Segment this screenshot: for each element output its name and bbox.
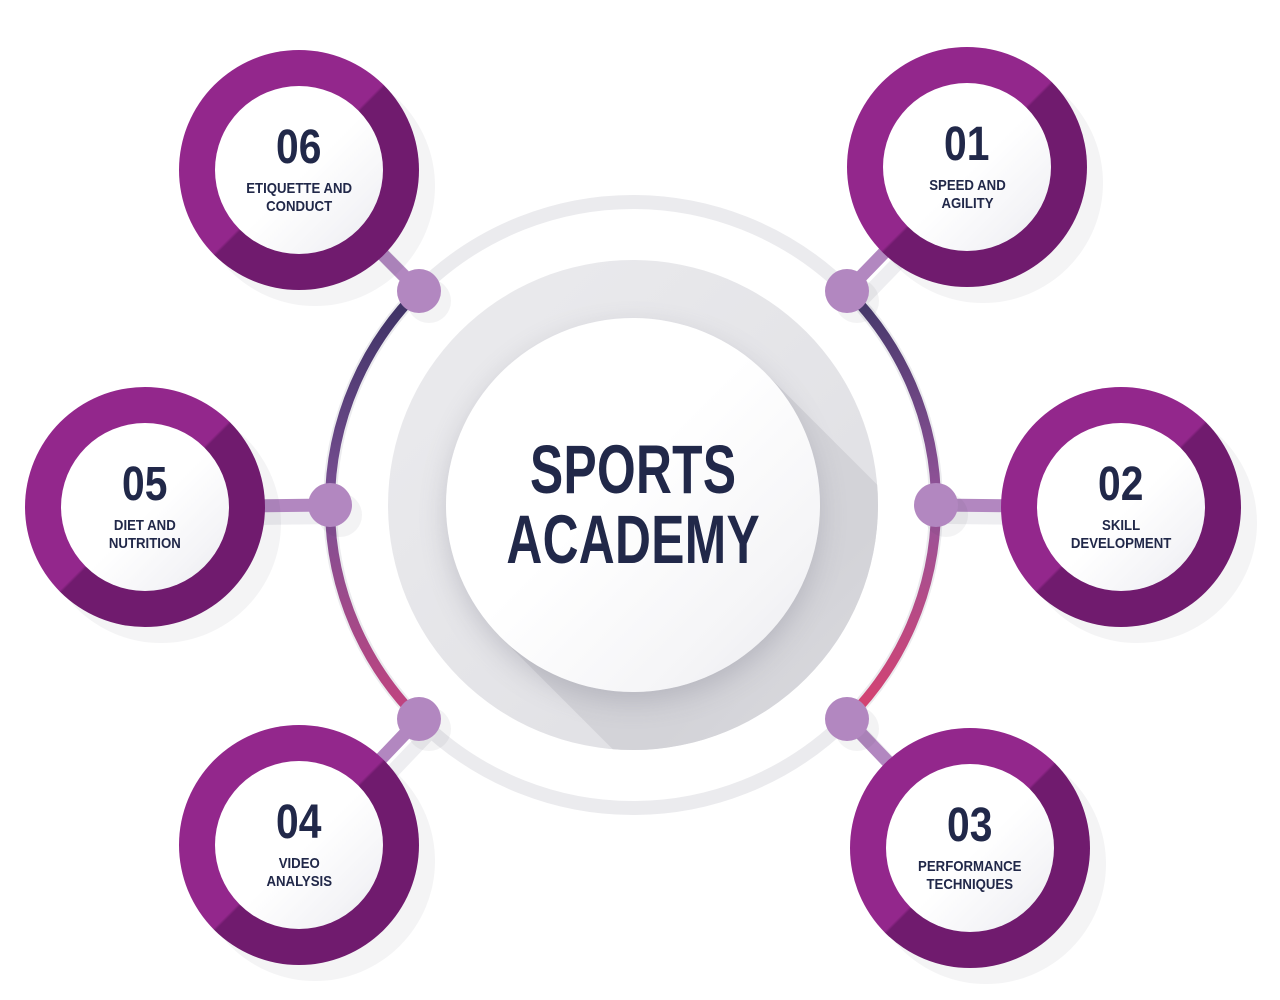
center-circle: SPORTS ACADEMY bbox=[446, 318, 820, 692]
item-label: DIET AND NUTRITION bbox=[109, 517, 181, 553]
item-label-line2: NUTRITION bbox=[109, 535, 181, 552]
satellite-04-inner: 04 VIDEO ANALYSIS bbox=[215, 761, 383, 929]
item-label-line2: DEVELOPMENT bbox=[1070, 535, 1172, 552]
satellite-03-performance-techniques: 03 PERFORMANCE TECHNIQUES bbox=[850, 728, 1090, 968]
satellite-06-etiquette-and-conduct: 06 ETIQUETTE AND CONDUCT bbox=[179, 50, 419, 290]
item-number: 02 bbox=[1098, 458, 1144, 511]
item-label-line1: ETIQUETTE AND bbox=[246, 180, 352, 197]
item-label-line2: ANALYSIS bbox=[266, 873, 332, 890]
item-label-line1: SPEED AND bbox=[928, 177, 1006, 194]
center-title: SPORTS ACADEMY bbox=[506, 430, 760, 578]
satellite-02-skill-development: 02 SKILL DEVELOPMENT bbox=[1001, 387, 1241, 627]
item-number: 03 bbox=[947, 799, 993, 852]
item-label-line2: TECHNIQUES bbox=[926, 876, 1014, 893]
node-dot-top-right bbox=[825, 269, 869, 313]
item-label: ETIQUETTE AND CONDUCT bbox=[246, 180, 352, 216]
item-number: 06 bbox=[276, 121, 322, 174]
node-dot-left bbox=[308, 483, 352, 527]
item-label: SKILL DEVELOPMENT bbox=[1071, 517, 1171, 553]
item-label-line2: AGILITY bbox=[940, 195, 994, 212]
item-label: SPEED AND AGILITY bbox=[929, 177, 1006, 213]
satellite-03-inner: 03 PERFORMANCE TECHNIQUES bbox=[886, 764, 1054, 932]
node-dot-right bbox=[914, 483, 958, 527]
satellite-05-inner: 05 DIET AND NUTRITION bbox=[61, 423, 229, 591]
node-dot-bottom-right bbox=[825, 697, 869, 741]
satellite-04-video-analysis: 04 VIDEO ANALYSIS bbox=[179, 725, 419, 965]
item-number: 05 bbox=[122, 458, 168, 511]
item-label: VIDEO ANALYSIS bbox=[266, 855, 332, 891]
center-title-line1: SPORTS bbox=[529, 430, 737, 508]
item-label-line1: VIDEO bbox=[278, 855, 320, 872]
item-label-line1: SKILL bbox=[1101, 517, 1141, 534]
satellite-01-inner: 01 SPEED AND AGILITY bbox=[883, 83, 1051, 251]
item-label-line1: PERFORMANCE bbox=[918, 858, 1022, 875]
satellite-02-inner: 02 SKILL DEVELOPMENT bbox=[1037, 423, 1205, 591]
center-title-line2: ACADEMY bbox=[506, 501, 760, 578]
satellite-01-speed-and-agility: 01 SPEED AND AGILITY bbox=[847, 47, 1087, 287]
item-label-line2: CONDUCT bbox=[266, 198, 332, 215]
node-dot-top-left bbox=[397, 269, 441, 313]
item-number: 04 bbox=[276, 796, 322, 849]
satellite-06-inner: 06 ETIQUETTE AND CONDUCT bbox=[215, 86, 383, 254]
item-label-line1: DIET AND bbox=[114, 517, 176, 534]
node-dot-bottom-left bbox=[397, 697, 441, 741]
satellite-05-diet-and-nutrition: 05 DIET AND NUTRITION bbox=[25, 387, 265, 627]
item-number: 01 bbox=[944, 118, 990, 171]
item-label: PERFORMANCE TECHNIQUES bbox=[918, 858, 1021, 894]
